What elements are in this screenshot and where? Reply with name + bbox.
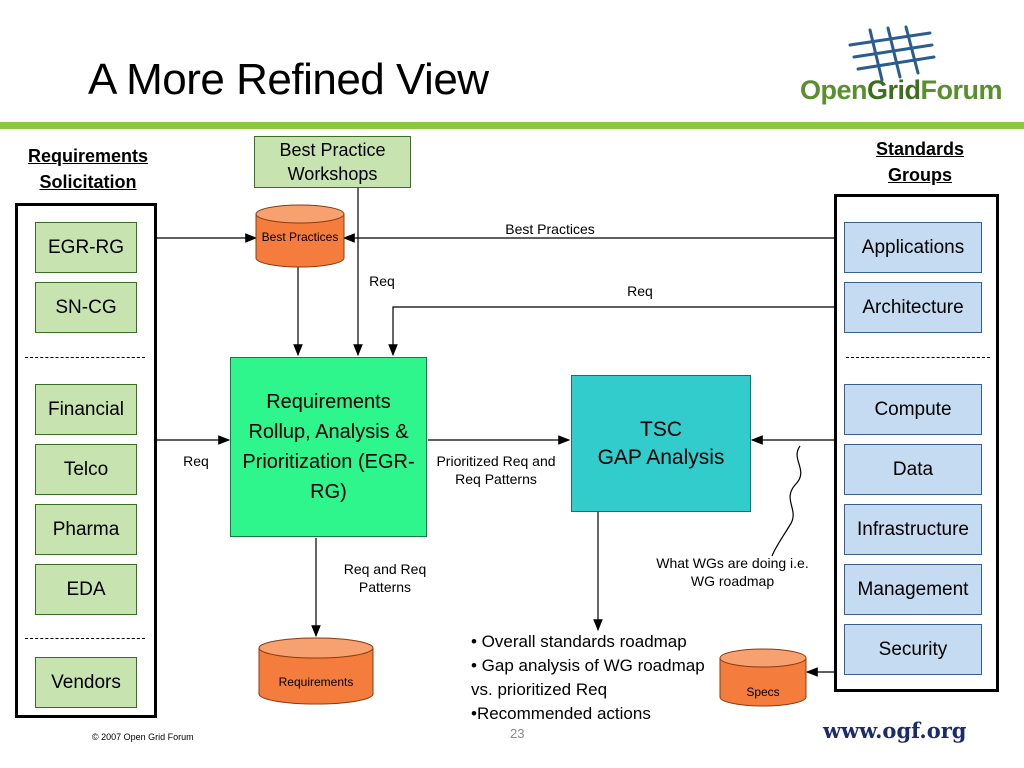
best-practices-cylinder (255, 204, 345, 268)
tsc-gap-analysis-box: TSC GAP Analysis (571, 375, 751, 512)
box-sn-cg: SN-CG (35, 282, 137, 333)
box-financial: Financial (35, 384, 137, 435)
outcome-item: • Gap analysis of WG roadmap vs. priorit… (471, 656, 705, 699)
label-what-wgs: What WGs are doing i.e. WG roadmap (656, 555, 809, 589)
best-practice-workshops-box: Best Practice Workshops (254, 136, 411, 188)
logo-open: Open (800, 75, 868, 105)
box-egr-rg: EGR-RG (35, 222, 137, 273)
specs-cylinder-label: Specs (746, 685, 780, 699)
logo-forum: Forum (920, 75, 1003, 105)
requirements-rollup-box: Requirements Rollup, Analysis & Prioriti… (230, 357, 427, 537)
outcomes-list: • Overall standards roadmap • Gap analys… (471, 630, 731, 726)
box-eda: EDA (35, 564, 137, 615)
logo-grid: Grid (867, 75, 921, 105)
box-telco: Telco (35, 444, 137, 495)
tsc-line2: GAP Analysis (597, 445, 725, 469)
label-prioritized: Prioritized Req and Req Patterns (436, 453, 556, 487)
label-req-right: Req (627, 283, 653, 299)
requirements-cylinder (258, 637, 374, 705)
outcome-item: • Overall standards roadmap (471, 632, 687, 651)
box-compute: Compute (844, 384, 982, 435)
label-best-practices: Best Practices (505, 221, 595, 237)
callout-squiggle (771, 445, 802, 557)
left-divider-2 (25, 638, 145, 639)
ogf-logo: OpenGridForum (800, 75, 1003, 106)
box-architecture: Architecture (844, 282, 982, 333)
page-number: 23 (510, 726, 525, 741)
tsc-line1: TSC (640, 417, 682, 441)
box-data: Data (844, 444, 982, 495)
specs-cylinder (719, 648, 807, 707)
standards-groups-header: Standards Groups (875, 139, 965, 185)
requirements-cylinder-label: Requirements (278, 675, 354, 689)
box-infrastructure: Infrastructure (844, 504, 982, 555)
label-req-left: Req (183, 453, 209, 469)
arrow-arch-to-rollup (388, 306, 835, 357)
best-practices-cylinder-label: Best Practices (261, 230, 339, 244)
requirements-solicitation-header: Requirements Solicitation (27, 146, 149, 192)
copyright-footer: © 2007 Open Grid Forum (92, 732, 194, 742)
label-req-patterns: Req and Req Patterns (343, 561, 427, 595)
right-divider (846, 357, 990, 358)
box-vendors: Vendors (35, 657, 137, 708)
left-divider-1 (25, 357, 145, 358)
page-title: A More Refined View (88, 55, 489, 104)
grid-logo-icon (848, 25, 936, 82)
label-req-top: Req (369, 273, 395, 289)
website-link[interactable]: www.ogf.org (823, 718, 967, 743)
header-divider (0, 122, 1024, 129)
box-applications: Applications (844, 222, 982, 273)
box-security: Security (844, 624, 982, 675)
box-pharma: Pharma (35, 504, 137, 555)
box-management: Management (844, 564, 982, 615)
outcome-item: •Recommended actions (471, 704, 651, 723)
